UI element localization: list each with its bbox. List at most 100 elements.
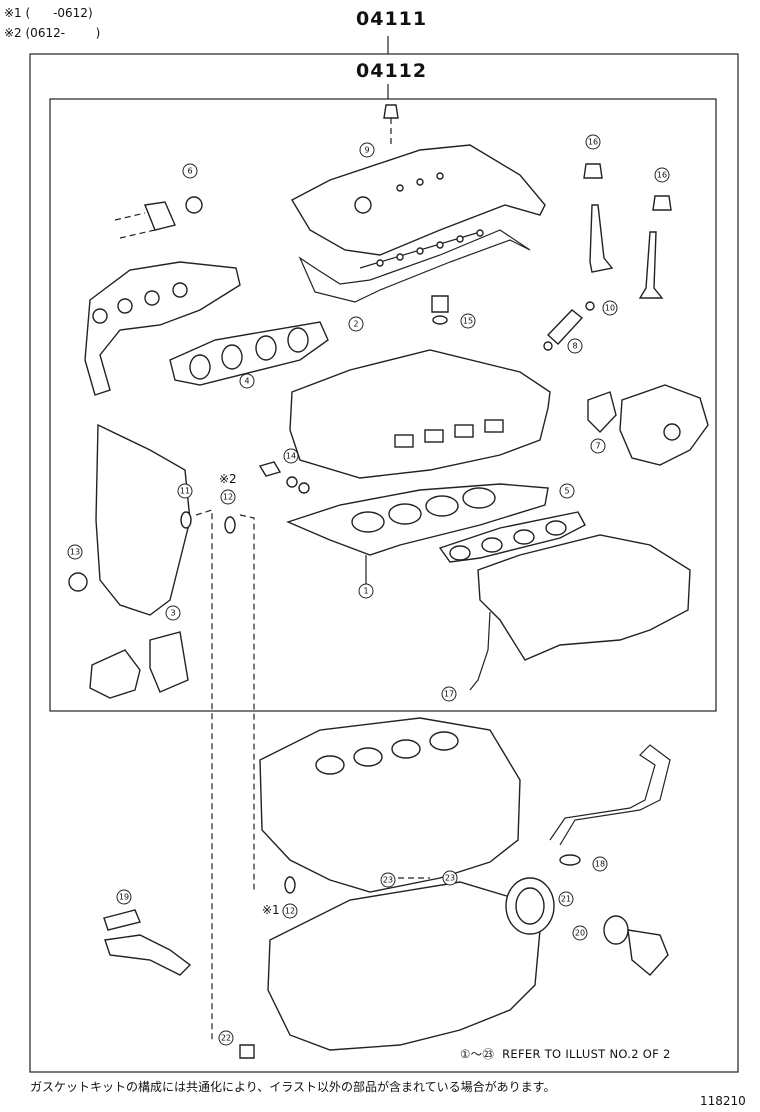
callout-14: 14 [283,448,299,464]
inner-kit-frame [49,98,717,712]
svg-text:17: 17 [444,690,454,699]
outer-kit-frame [29,53,739,1073]
kit-outer-number: 04111 [356,8,428,30]
fuel-injector [546,309,584,345]
oil-drain-plug [239,1044,255,1059]
water-outlet-seal [603,915,629,945]
injector-oring-10 [585,301,595,311]
water-pump-gasket-3 [149,631,189,693]
timing-chain-cover [95,423,191,616]
throttle-body [619,384,709,466]
svg-text:14: 14 [286,452,296,461]
svg-text:9: 9 [364,146,369,155]
camshaft-plug [258,461,282,477]
plug-seal-15 [432,315,448,325]
callout-3: 3 [165,605,181,621]
cylinder-head-cover [291,144,546,256]
throttle-gasket-7 [587,391,617,434]
head-cover-bolt [383,104,399,119]
svg-text:16: 16 [657,171,667,180]
applicability-note-1: ※1 ( -0612) [4,6,93,20]
svg-text:4: 4 [244,377,249,386]
cylinder-block [259,717,521,893]
water-pump [89,649,141,699]
applicability-note-2: ※2 (0612- ) [4,26,101,40]
svg-text:15: 15 [463,317,473,326]
callout-16a: 16 [585,134,601,150]
svg-text:8: 8 [572,342,577,351]
svg-text:21: 21 [561,895,571,904]
svg-text:3: 3 [170,609,175,618]
reference-note: ①～㉓ REFER TO ILLUST NO.2 OF 2 [460,1047,671,1061]
pipe-gasket-18 [559,854,581,866]
oil-level-gauge-guide [469,611,491,691]
svg-text:12: 12 [285,907,295,916]
callout-20: 20 [572,925,588,941]
callout-15: 15 [460,313,476,329]
callout-13: 13 [67,544,83,560]
callout-23b: 23 [442,870,458,886]
figure-code: 118210 [700,1094,746,1108]
svg-text:1: 1 [363,587,368,596]
cylinder-head [289,349,551,479]
svg-text:16: 16 [588,138,598,147]
callout-11: 11 [177,483,193,499]
callout-19: 19 [116,889,132,905]
water-bypass-pipe [549,744,671,846]
callout-12: 12 [220,489,236,505]
callout-22: 22 [218,1030,234,1046]
callout-21: 21 [558,891,574,907]
intake-valve [589,204,614,273]
callout-10: 10 [602,300,618,316]
plug-tube [431,295,449,313]
footer-note: ガスケットキットの構成には共通化により、イラスト以外の部品が含まれている場合があ… [30,1080,556,1094]
exhaust-valve [638,231,664,299]
injector-insulator-8 [543,341,553,351]
oil-pan [267,881,541,1051]
svg-text:22: 22 [221,1034,231,1043]
svg-text:5: 5 [564,487,569,496]
callout-9: 9 [359,142,375,158]
callout-1: 1 [358,583,374,599]
svg-text:23: 23 [445,874,455,883]
callout-6: 6 [182,163,198,179]
valve-stem-seal-2 [652,195,672,211]
svg-text:18: 18 [595,860,605,869]
svg-text:20: 20 [575,929,585,938]
exhaust-gasket-6 [185,196,203,214]
exhaust-pipe-flange [144,201,176,231]
applicability-mark-2: ※2 [219,472,237,486]
kit-inner-number: 04112 [356,60,428,82]
svg-text:13: 13 [70,548,80,557]
svg-text:10: 10 [605,304,615,313]
valve-stem-seal-1 [583,163,603,179]
oring-12-upper [224,516,236,534]
callout-12-lower: 12 [282,903,298,919]
callout-18: 18 [592,856,608,872]
oring-12-lower [284,876,296,894]
callout-17: 17 [441,686,457,702]
svg-text:6: 6 [187,167,192,176]
callout-2: 2 [348,316,364,332]
svg-text:2: 2 [353,320,358,329]
callout-23a: 23 [380,872,396,888]
applicability-mark-1: ※1 [262,903,280,917]
crankshaft-front-oil-seal [68,572,88,592]
callout-5: 5 [559,483,575,499]
svg-text:12: 12 [223,493,233,502]
svg-text:7: 7 [595,442,600,451]
callout-8: 8 [567,338,583,354]
callout-4: 4 [239,373,255,389]
oil-pipe-gasket-19 [103,909,141,931]
cam-seal-14 [286,476,298,488]
oil-strainer-pipe [104,934,192,976]
exhaust-manifold [84,261,241,396]
head-cover-gasket [298,229,531,303]
svg-text:11: 11 [180,487,190,496]
timing-cover-seal-11 [180,511,192,529]
callout-7: 7 [590,438,606,454]
svg-text:19: 19 [119,893,129,902]
intake-manifold [477,534,691,661]
callout-16b: 16 [654,167,670,183]
